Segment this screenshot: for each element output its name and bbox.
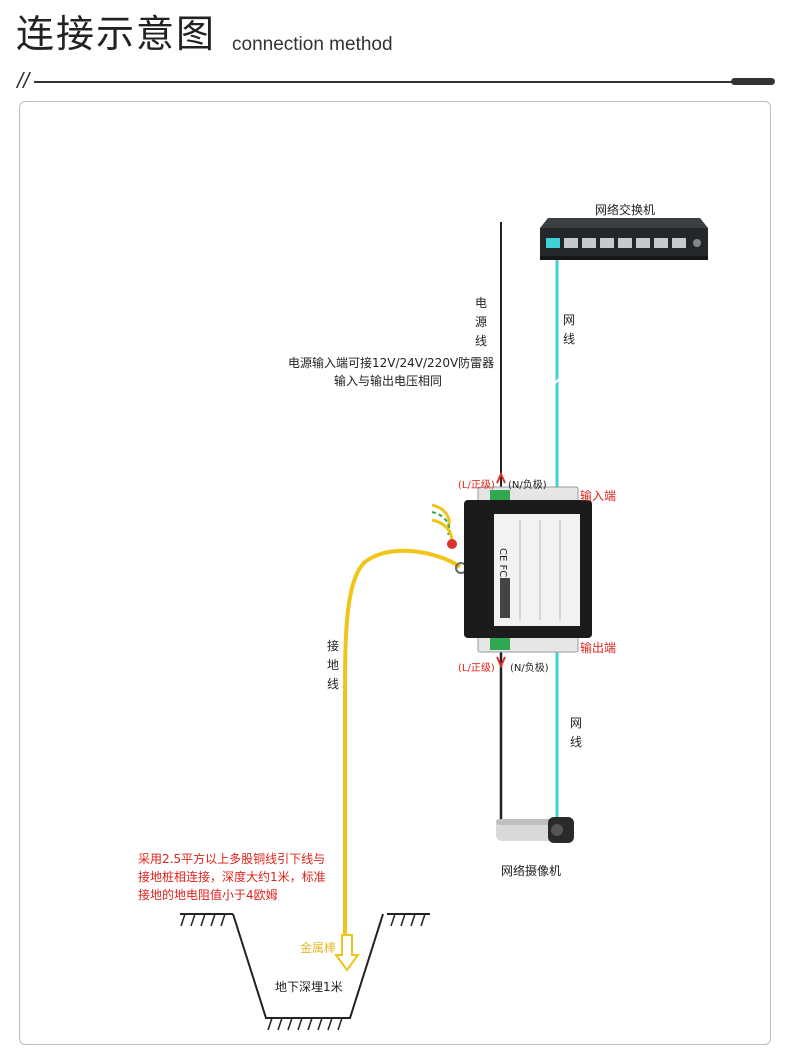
input-l-label: (L/正级) (458, 480, 495, 491)
output-end-label: 输出端 (580, 641, 617, 655)
network-switch-icon (540, 218, 708, 260)
output-n-label: (N/负极) (510, 663, 549, 674)
voltage-note-line1: 电源输入端可接12V/24V/220V防雷器 (288, 356, 495, 370)
ground-wire (343, 548, 462, 935)
output-l-label: (L/正级) (458, 663, 495, 674)
bullet-camera-icon (496, 817, 574, 843)
metal-rod-label: 金属棒 (300, 941, 337, 955)
input-n-label: (N/负极) (508, 480, 547, 491)
diagram-frame (19, 101, 771, 1045)
title-divider-cap (731, 78, 775, 85)
svg-text:CE FC: CE FC (497, 548, 508, 577)
page-subtitle: connection method (232, 34, 393, 55)
power-line-label: 电源线 (474, 296, 487, 348)
title-divider (34, 81, 734, 83)
ground-line-label: 接地线 (326, 639, 339, 691)
switch-label: 网络交换机 (595, 203, 656, 217)
network-line-top-label: 网线 (562, 313, 575, 346)
ground-pit-icon (180, 913, 430, 1031)
ground-note-line1: 采用2.5平方以上多股铜线引下线与 (138, 852, 326, 866)
depth-label: 地下深埋1米 (275, 980, 343, 994)
ground-note-line3: 接地的地电阻值小于4欧姆 (138, 888, 278, 902)
network-line-bottom-label: 网线 (569, 716, 582, 749)
page-title: 连接示意图 (16, 12, 217, 56)
surge-protector-icon: CE FC (464, 486, 592, 653)
camera-label: 网络摄像机 (501, 864, 562, 878)
ground-note-line2: 接地桩相连接，深度大约1米，标准 (138, 870, 326, 884)
input-end-label: 输入端 (580, 489, 617, 503)
metal-rod-arrow (334, 934, 360, 972)
voltage-note-line2: 输入与输出电压相同 (334, 374, 443, 388)
title-slash-decoration: // (17, 68, 30, 93)
